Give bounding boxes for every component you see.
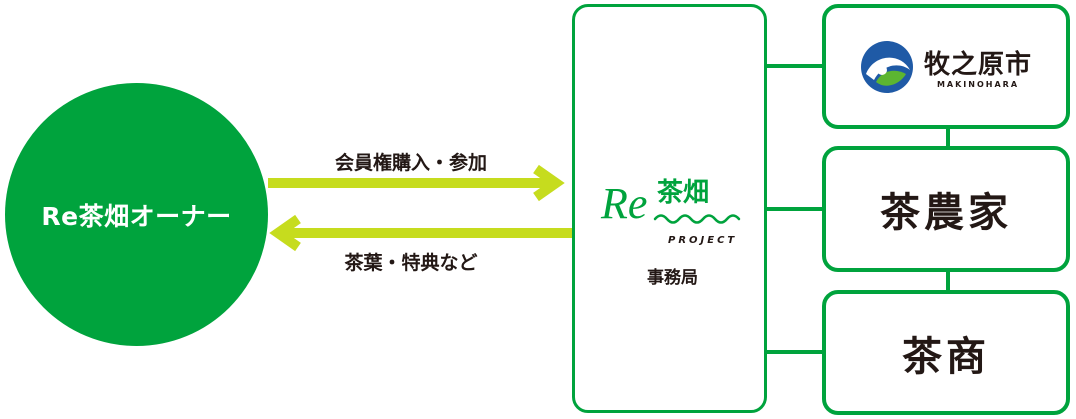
secretariat-label: 事務局 <box>647 268 698 288</box>
logo-wave <box>653 214 741 224</box>
logo-name-text: 茶畑 <box>657 178 709 208</box>
flow-label-to-owner: 茶葉・特典など <box>344 252 478 274</box>
city-name: 牧之原市 <box>923 50 1032 80</box>
arrow-to-owner-head <box>269 214 301 252</box>
arrow-to-secretariat-head <box>533 164 565 202</box>
logo-sub-text: PROJECT <box>668 235 737 246</box>
farmer-box: 茶農家 <box>822 146 1070 272</box>
city-box: 牧之原市 MAKINOHARA <box>822 4 1070 129</box>
flow-label-to-secretariat: 会員権購入・参加 <box>334 152 487 174</box>
owner-circle: Re茶畑オーナー <box>5 83 268 346</box>
logo-re-text: Re <box>600 179 647 228</box>
secretariat-box: Re 茶畑 PROJECT 事務局 <box>572 4 767 413</box>
merchant-box: 茶商 <box>822 290 1070 415</box>
re-chabatake-project-logo: Re 茶畑 PROJECT <box>575 171 770 263</box>
merchant-label: 茶商 <box>902 333 990 380</box>
owner-label: Re茶畑オーナー <box>41 201 232 231</box>
city-romaji: MAKINOHARA <box>936 80 1020 89</box>
farmer-label: 茶農家 <box>880 190 1012 236</box>
makinohara-emblem-icon <box>860 40 913 93</box>
